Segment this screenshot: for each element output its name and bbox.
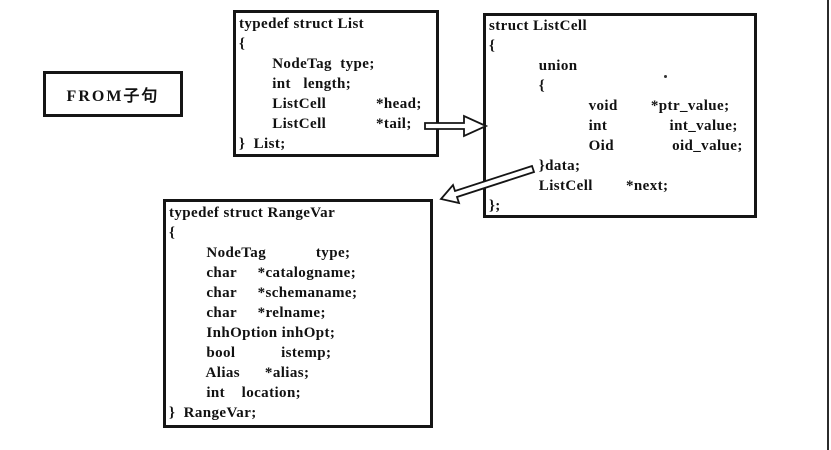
from-clause-label-box: FROM子句 — [43, 71, 183, 117]
code-line: { — [489, 38, 496, 54]
from-clause-label: FROM子句 — [66, 88, 160, 105]
code-line: bool istemp; — [169, 345, 332, 361]
code-line: }; — [489, 198, 501, 214]
code-line: Oid oid_value; — [489, 138, 743, 154]
code-line: ListCell *next; — [489, 178, 669, 194]
code-line: } List; — [239, 136, 286, 152]
code-line: { — [489, 78, 546, 94]
code-line: ListCell *tail; — [239, 116, 412, 132]
code-line: { — [239, 36, 246, 52]
code-line: } RangeVar; — [169, 405, 257, 421]
code-line: }data; — [489, 158, 581, 174]
code-line: union — [489, 58, 578, 74]
code-line: InhOption inhOpt; — [169, 325, 336, 341]
code-line: char *schemaname; — [169, 285, 358, 301]
code-line: { — [169, 225, 176, 241]
code-line: NodeTag type; — [169, 245, 351, 261]
code-line: int location; — [169, 385, 302, 401]
code-line: struct ListCell — [489, 18, 588, 34]
code-line: char *relname; — [169, 305, 326, 321]
code-line: ListCell *head; — [239, 96, 422, 112]
struct-rangevar-box: typedef struct RangeVar { NodeTag type; c… — [163, 199, 433, 428]
arrow-down-left-icon — [439, 164, 536, 205]
code-line: NodeTag type; — [239, 56, 375, 72]
code-line: typedef struct RangeVar — [169, 205, 336, 221]
struct-list-box: typedef struct List { NodeTag type; int l… — [233, 10, 439, 157]
code-line: int int_value; — [489, 118, 738, 134]
arrow-right-icon — [424, 114, 489, 138]
struct-listcell-box: struct ListCell { union { void *ptr_value… — [483, 13, 757, 218]
ink-speck — [664, 75, 667, 78]
code-line: void *ptr_value; — [489, 98, 730, 114]
code-line: typedef struct List — [239, 16, 365, 32]
page-edge-line — [827, 0, 829, 450]
code-line: char *catalogname; — [169, 265, 357, 281]
code-line: int length; — [239, 76, 352, 92]
code-line: Alias *alias; — [169, 365, 310, 381]
